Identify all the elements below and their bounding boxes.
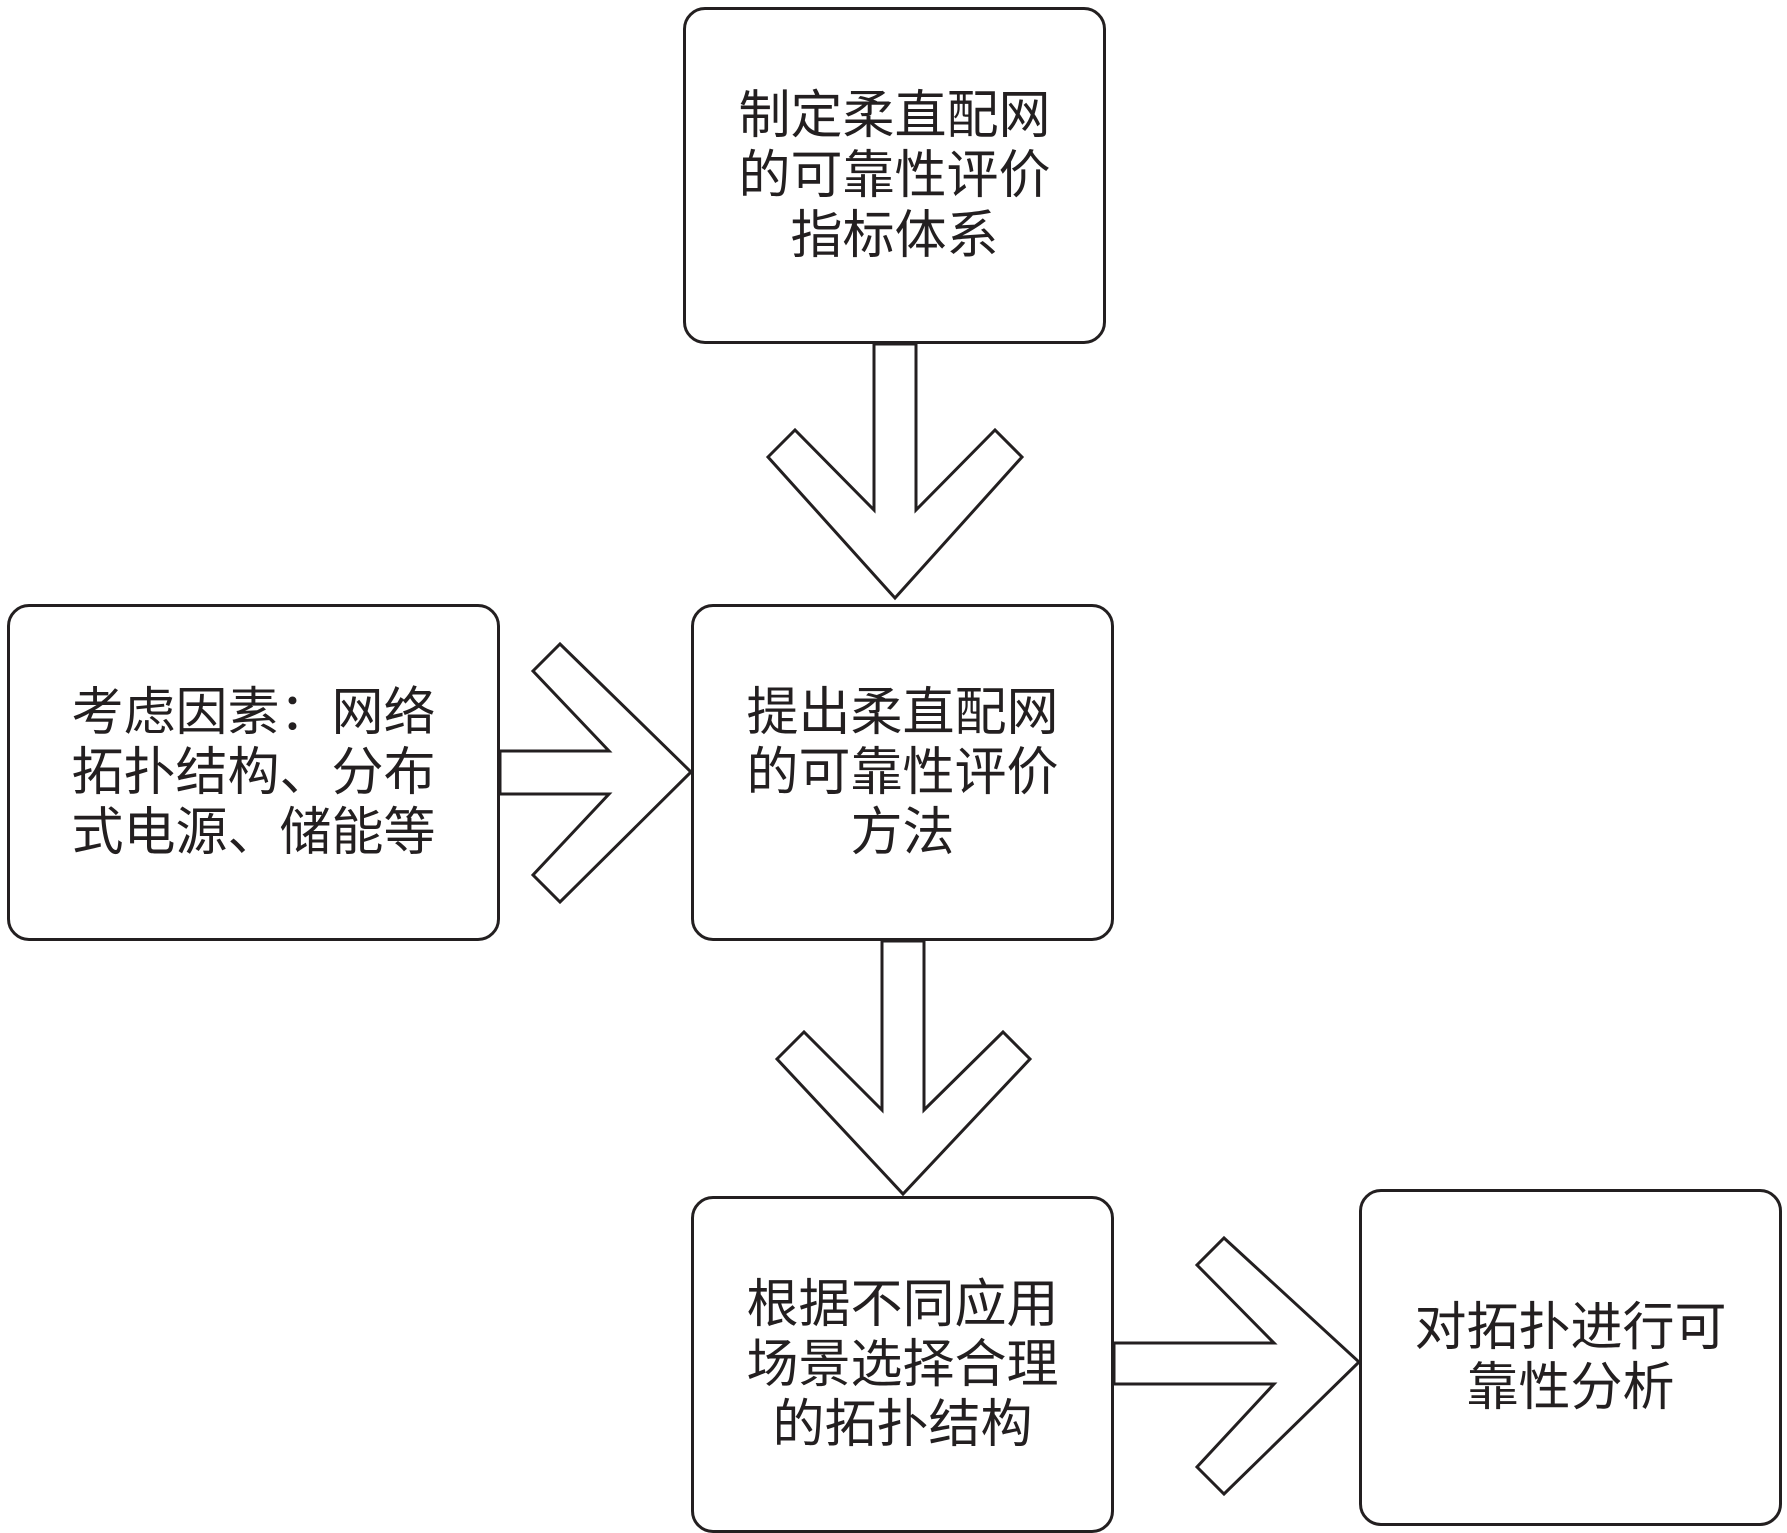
node-considered-factors-label: 考虑因素：网络 拓扑结构、分布 式电源、储能等 — [71, 682, 436, 863]
arrow-top-to-center — [765, 342, 1025, 601]
node-select-topology: 根据不同应用 场景选择合理 的拓扑结构 — [691, 1196, 1114, 1533]
node-define-index-system-label: 制定柔直配网 的可靠性评价 指标体系 — [738, 85, 1051, 266]
node-select-topology-label: 根据不同应用 场景选择合理 的拓扑结构 — [746, 1274, 1059, 1455]
arrow-bottom-to-right — [1112, 1235, 1362, 1497]
node-evaluation-method: 提出柔直配网 的可靠性评价 方法 — [691, 604, 1114, 941]
node-topology-analysis: 对拓扑进行可 靠性分析 — [1359, 1189, 1782, 1526]
node-evaluation-method-label: 提出柔直配网 的可靠性评价 方法 — [746, 682, 1059, 863]
arrow-left-to-center — [498, 641, 694, 905]
arrow-center-to-bottom — [774, 939, 1033, 1197]
node-topology-analysis-label: 对拓扑进行可 靠性分析 — [1414, 1297, 1727, 1418]
node-considered-factors: 考虑因素：网络 拓扑结构、分布 式电源、储能等 — [7, 604, 500, 941]
node-define-index-system: 制定柔直配网 的可靠性评价 指标体系 — [683, 7, 1106, 344]
